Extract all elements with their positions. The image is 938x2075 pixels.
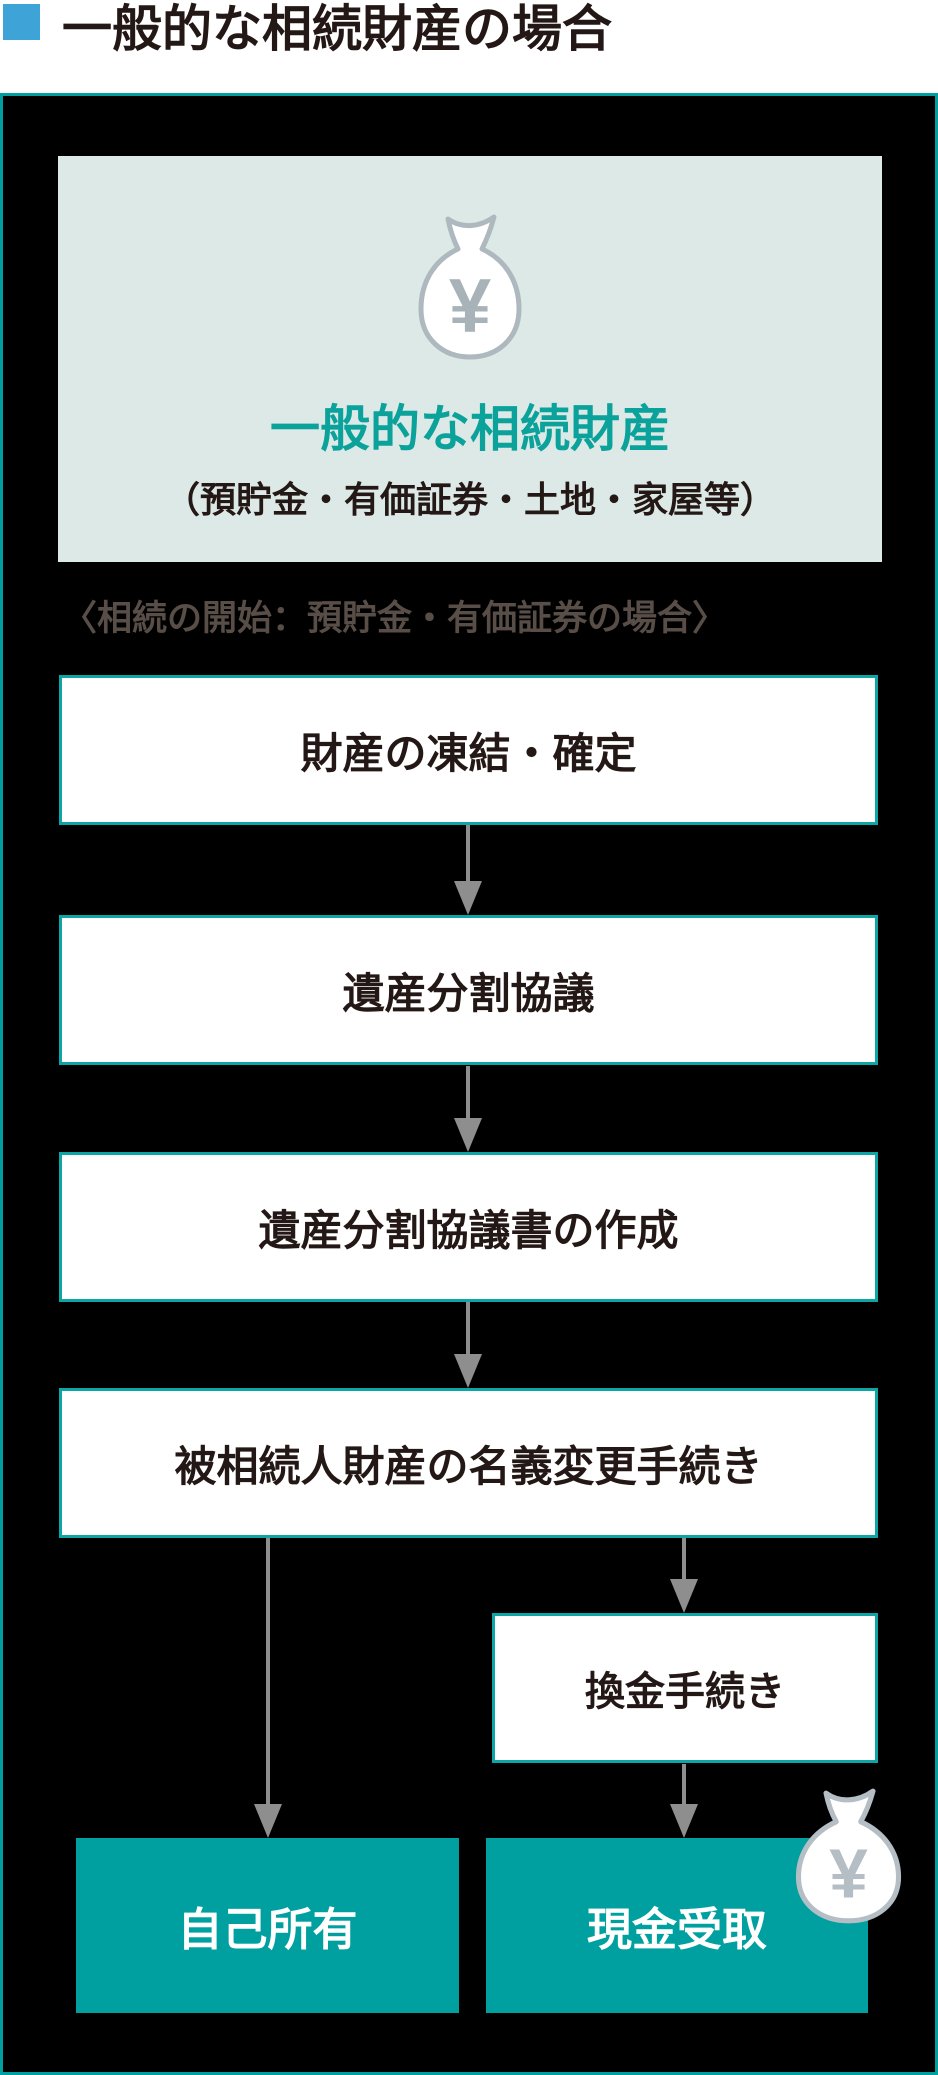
header: 一般的な相続財産の場合 (0, 0, 938, 93)
flow-step-division-meeting: 遺産分割協議 (59, 915, 878, 1065)
yen-symbol: ¥ (829, 1834, 868, 1912)
arrow-head (454, 1354, 482, 1388)
section-label: 〈相続の開始：預貯金・有価証券の場合〉 (62, 599, 728, 638)
flow-step-agreement-document: 遺産分割協議書の作成 (59, 1152, 878, 1302)
arrow-head (254, 1804, 282, 1838)
asset-card: ¥ 一般的な相続財産 （預貯金・有価証券・土地・家屋等） (58, 156, 882, 562)
flow-arrow-down-icon (670, 1764, 698, 1838)
money-bag-yen-icon: ¥ (418, 214, 522, 360)
blue-square-marker-icon (3, 4, 40, 40)
flow-step-freeze-assets: 財産の凍結・確定 (59, 675, 878, 825)
arrow-shaft (466, 1066, 470, 1118)
money-bag-yen-icon: ¥ (795, 1788, 902, 1924)
arrow-shaft (466, 825, 470, 881)
arrow-shaft (682, 1538, 686, 1579)
flow-arrow-down-right-branch-icon (670, 1538, 698, 1613)
arrow-shaft (682, 1764, 686, 1804)
flow-step-cash-conversion: 換金手続き (492, 1613, 878, 1763)
flow-arrow-down-icon (454, 825, 482, 915)
outcome-self-ownership: 自己所有 (76, 1838, 459, 2013)
asset-card-subtitle: （預貯金・有価証券・土地・家屋等） (163, 479, 776, 520)
arrow-shaft (466, 1302, 470, 1354)
arrow-head (454, 881, 482, 915)
flow-arrow-down-left-branch-icon (254, 1538, 282, 1838)
flowchart-panel: ¥ 一般的な相続財産 （預貯金・有価証券・土地・家屋等） 〈相続の開始：預貯金・… (0, 93, 938, 2075)
arrow-shaft (266, 1538, 270, 1804)
asset-card-title: 一般的な相続財産 (270, 401, 670, 457)
arrow-head (670, 1804, 698, 1838)
yen-symbol: ¥ (449, 264, 491, 349)
page-title: 一般的な相続財産の場合 (62, 1, 612, 57)
flow-arrow-down-icon (454, 1066, 482, 1152)
arrow-head (454, 1118, 482, 1152)
flow-step-name-change: 被相続人財産の名義変更手続き (59, 1388, 878, 1538)
arrow-head (670, 1579, 698, 1613)
flow-arrow-down-icon (454, 1302, 482, 1388)
